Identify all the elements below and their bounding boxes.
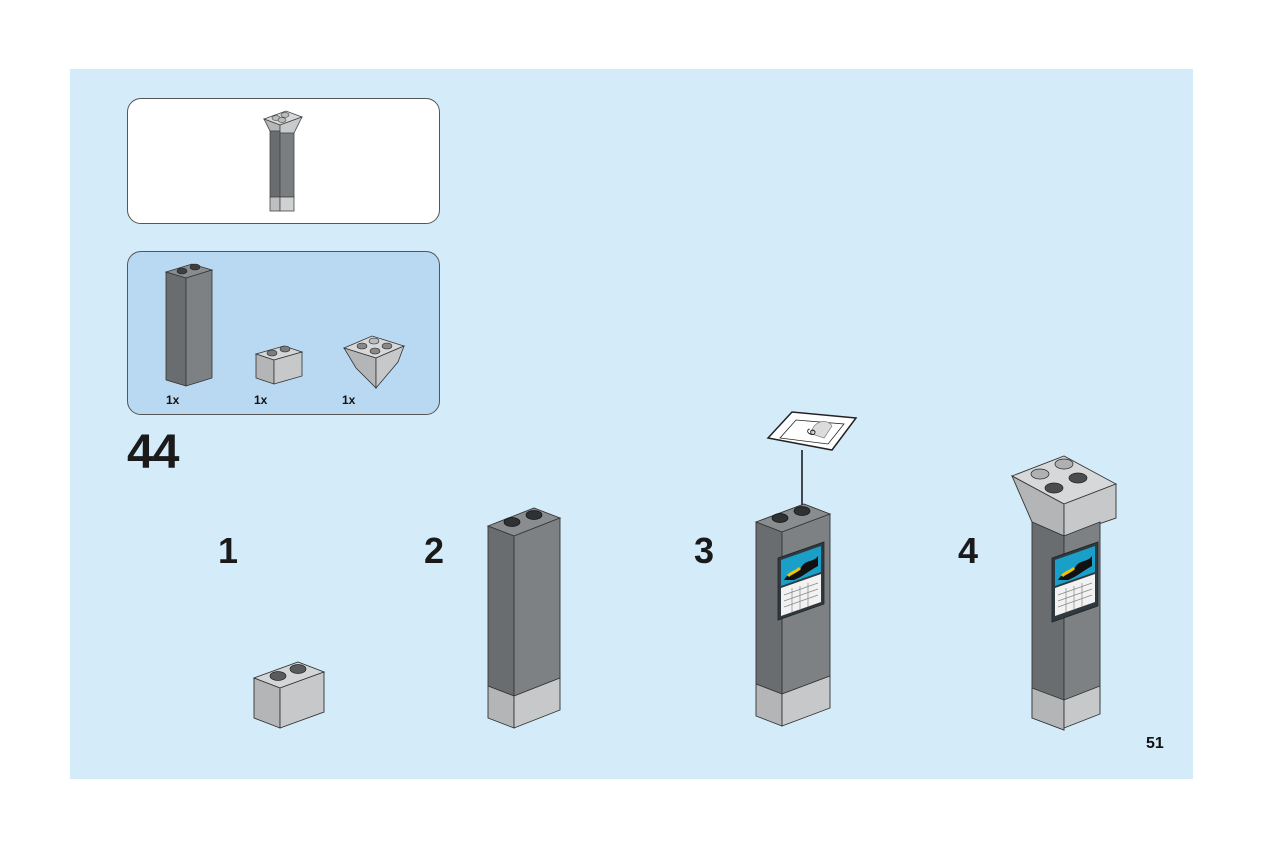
page-number: 51 [1146, 735, 1164, 752]
substep-number-4: 4 [958, 530, 979, 571]
brick-1x2x5-dark-gray-icon [164, 263, 214, 387]
substep-2-pillar-illustration [486, 507, 562, 729]
substep-number-2: 2 [424, 530, 445, 571]
pillar-result-icon [262, 110, 304, 212]
substep-3-pillar-with-sticker-illustration [754, 503, 832, 727]
substep-number-1: 1 [218, 530, 239, 571]
brick-1x2-light-gray-icon [254, 345, 304, 385]
part-quantity-1: 1x [166, 393, 180, 407]
substep-number-3: 3 [694, 530, 715, 571]
substep-1-brick-illustration [252, 661, 326, 729]
slope-inverted-2x2-light-gray-icon [342, 335, 406, 390]
assembly-result-panel [127, 98, 440, 224]
part-quantity-3: 1x [342, 393, 356, 407]
parts-list-panel: 1x 1x 1x [127, 251, 440, 415]
substep-4-pillar-with-slope-illustration [1010, 455, 1118, 731]
part-quantity-2: 1x [254, 393, 268, 407]
step-number: 44 [127, 426, 179, 479]
sticker-callout-card [766, 411, 858, 451]
